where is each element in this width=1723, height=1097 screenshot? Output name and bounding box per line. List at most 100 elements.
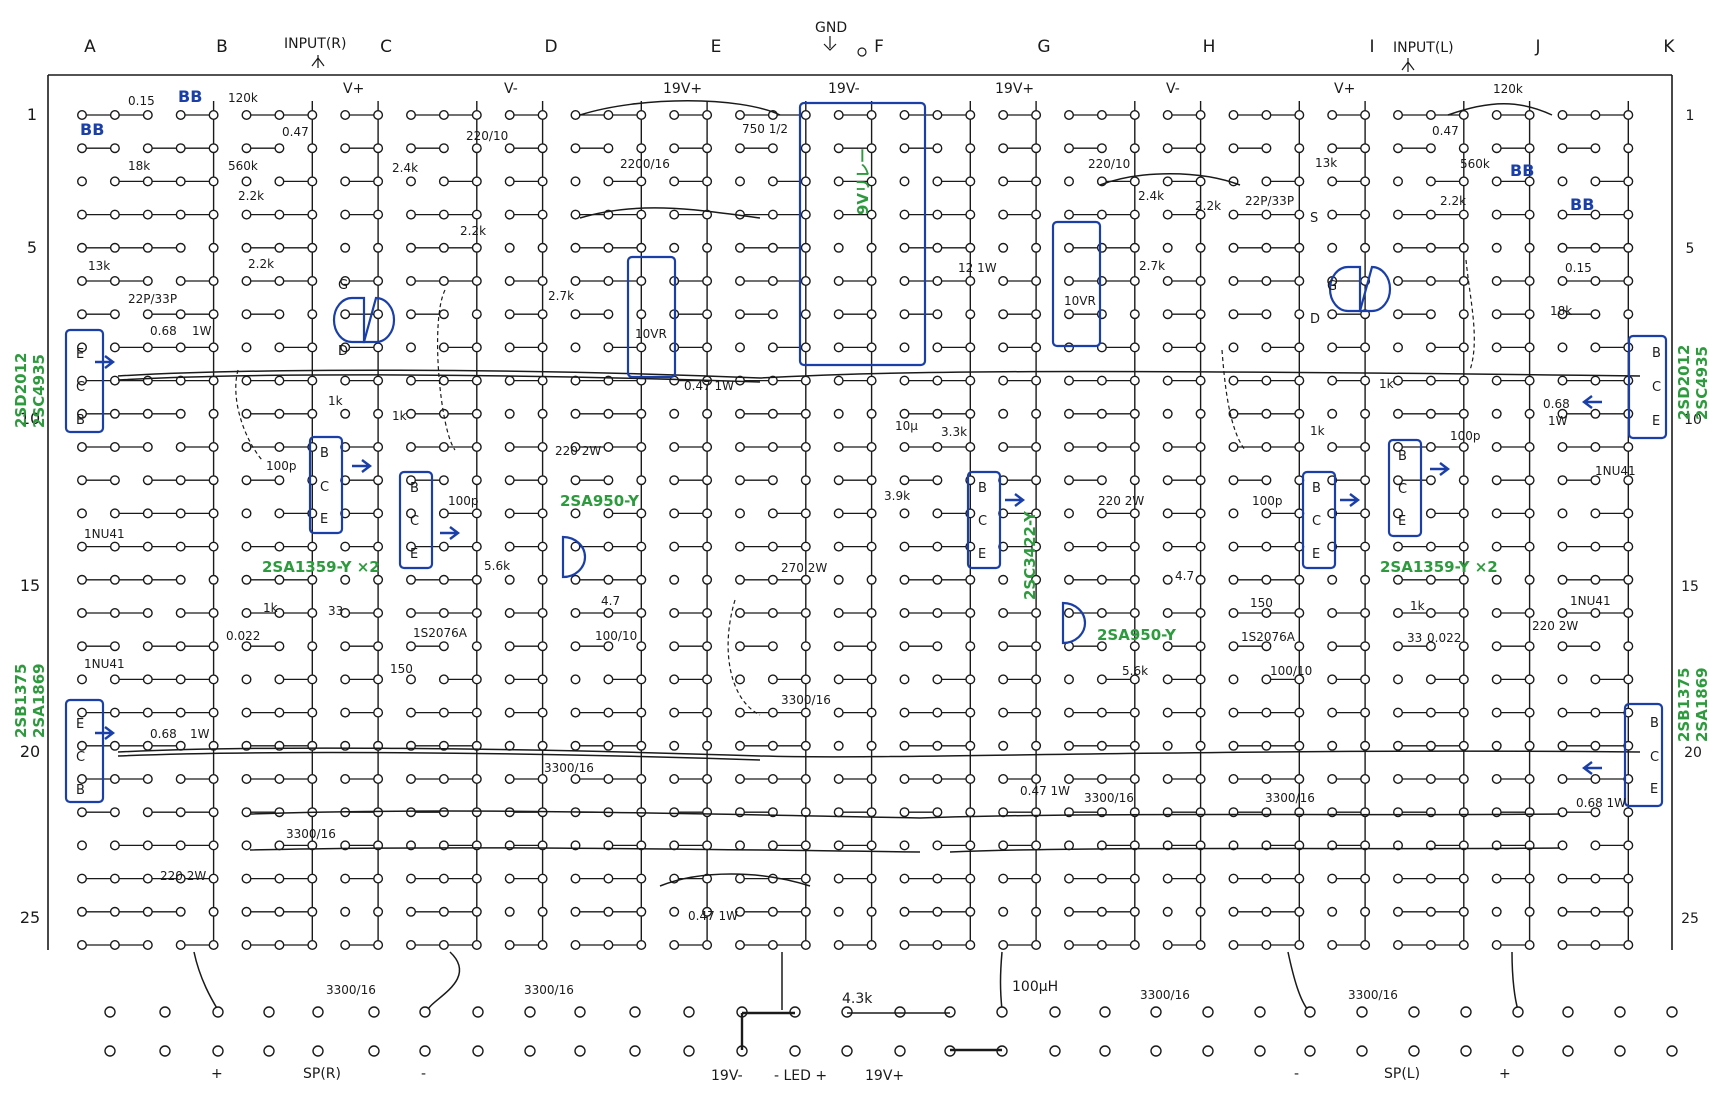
hole [373,309,384,320]
terminal-hole [1562,1006,1574,1018]
hole [537,608,548,619]
hole [175,608,186,619]
pin-letter: C [1312,514,1321,529]
terminal-hole [894,1045,906,1057]
arrow-a1 [352,459,372,473]
component-label: 0.15 [1565,261,1592,275]
hole [537,309,548,320]
hole [504,541,515,552]
hole [1063,873,1074,884]
row-label-right-20: 20 [1684,745,1702,761]
hole [1425,242,1436,253]
hole [241,109,252,120]
hole [1129,408,1140,419]
hole [1129,209,1140,220]
hole [965,740,976,751]
hole [866,873,877,884]
row-labels-left: 1 5 10 15 20 25 [20,105,40,927]
hole [175,873,186,884]
hole [669,608,680,619]
hole [340,143,351,154]
hole [767,442,778,453]
hole [504,342,515,353]
hole [1228,906,1239,917]
hole [702,608,713,619]
hole [1063,342,1074,353]
hole [208,541,219,552]
a950-right-body [1061,601,1087,645]
terminal-hole [212,1006,224,1018]
hole [1491,807,1502,818]
hole [537,442,548,453]
hole [1392,774,1403,785]
hole [340,541,351,552]
hole [1458,707,1469,718]
hole [373,408,384,419]
hole [1096,375,1107,386]
hole [1195,774,1206,785]
hole [1096,408,1107,419]
pin-letter: C [410,514,419,529]
hole [307,906,318,917]
hole [537,242,548,253]
hole [1360,707,1371,718]
hole [702,143,713,154]
hole [1031,143,1042,154]
hole [1195,442,1206,453]
hole [438,873,449,884]
bb-label-2: BB [80,120,104,139]
hole [899,641,910,652]
hole [1392,209,1403,220]
hole [76,541,87,552]
hole [1294,574,1305,585]
hole [1425,840,1436,851]
hole [1360,541,1371,552]
hole [603,143,614,154]
hole [735,309,746,320]
hole [1623,442,1634,453]
hole [109,873,120,884]
arrow-q4 [1582,761,1602,775]
hole [208,508,219,519]
hole [1557,342,1568,353]
component-label: 2.2k [1195,199,1221,213]
hole [1491,309,1502,320]
hole [471,309,482,320]
hole [965,375,976,386]
bb-label-1: BB [178,87,202,106]
hole [1261,840,1272,851]
hole [1129,309,1140,320]
hole [1360,342,1371,353]
hole [109,807,120,818]
hole [636,209,647,220]
hole [471,873,482,884]
hole [965,840,976,851]
hole [1360,475,1371,486]
hole [1557,608,1568,619]
hole [142,840,153,851]
hole [833,807,844,818]
hole [109,176,120,187]
dashed-wire [235,369,263,461]
hole [406,475,417,486]
hole [438,906,449,917]
hole [1096,109,1107,120]
hole [735,574,746,585]
hole [636,442,647,453]
hole [1228,840,1239,851]
hole [504,574,515,585]
hole [406,508,417,519]
jumper-wire [249,810,1561,819]
hole [1261,774,1272,785]
hole [1195,109,1206,120]
jumper-wire [117,747,1641,758]
hole [1458,475,1469,486]
hole [142,342,153,353]
hole [109,541,120,552]
hole [866,342,877,353]
hole [735,674,746,685]
hole [1031,574,1042,585]
hole [109,309,120,320]
hole [570,774,581,785]
jumper-wire [1447,103,1553,116]
